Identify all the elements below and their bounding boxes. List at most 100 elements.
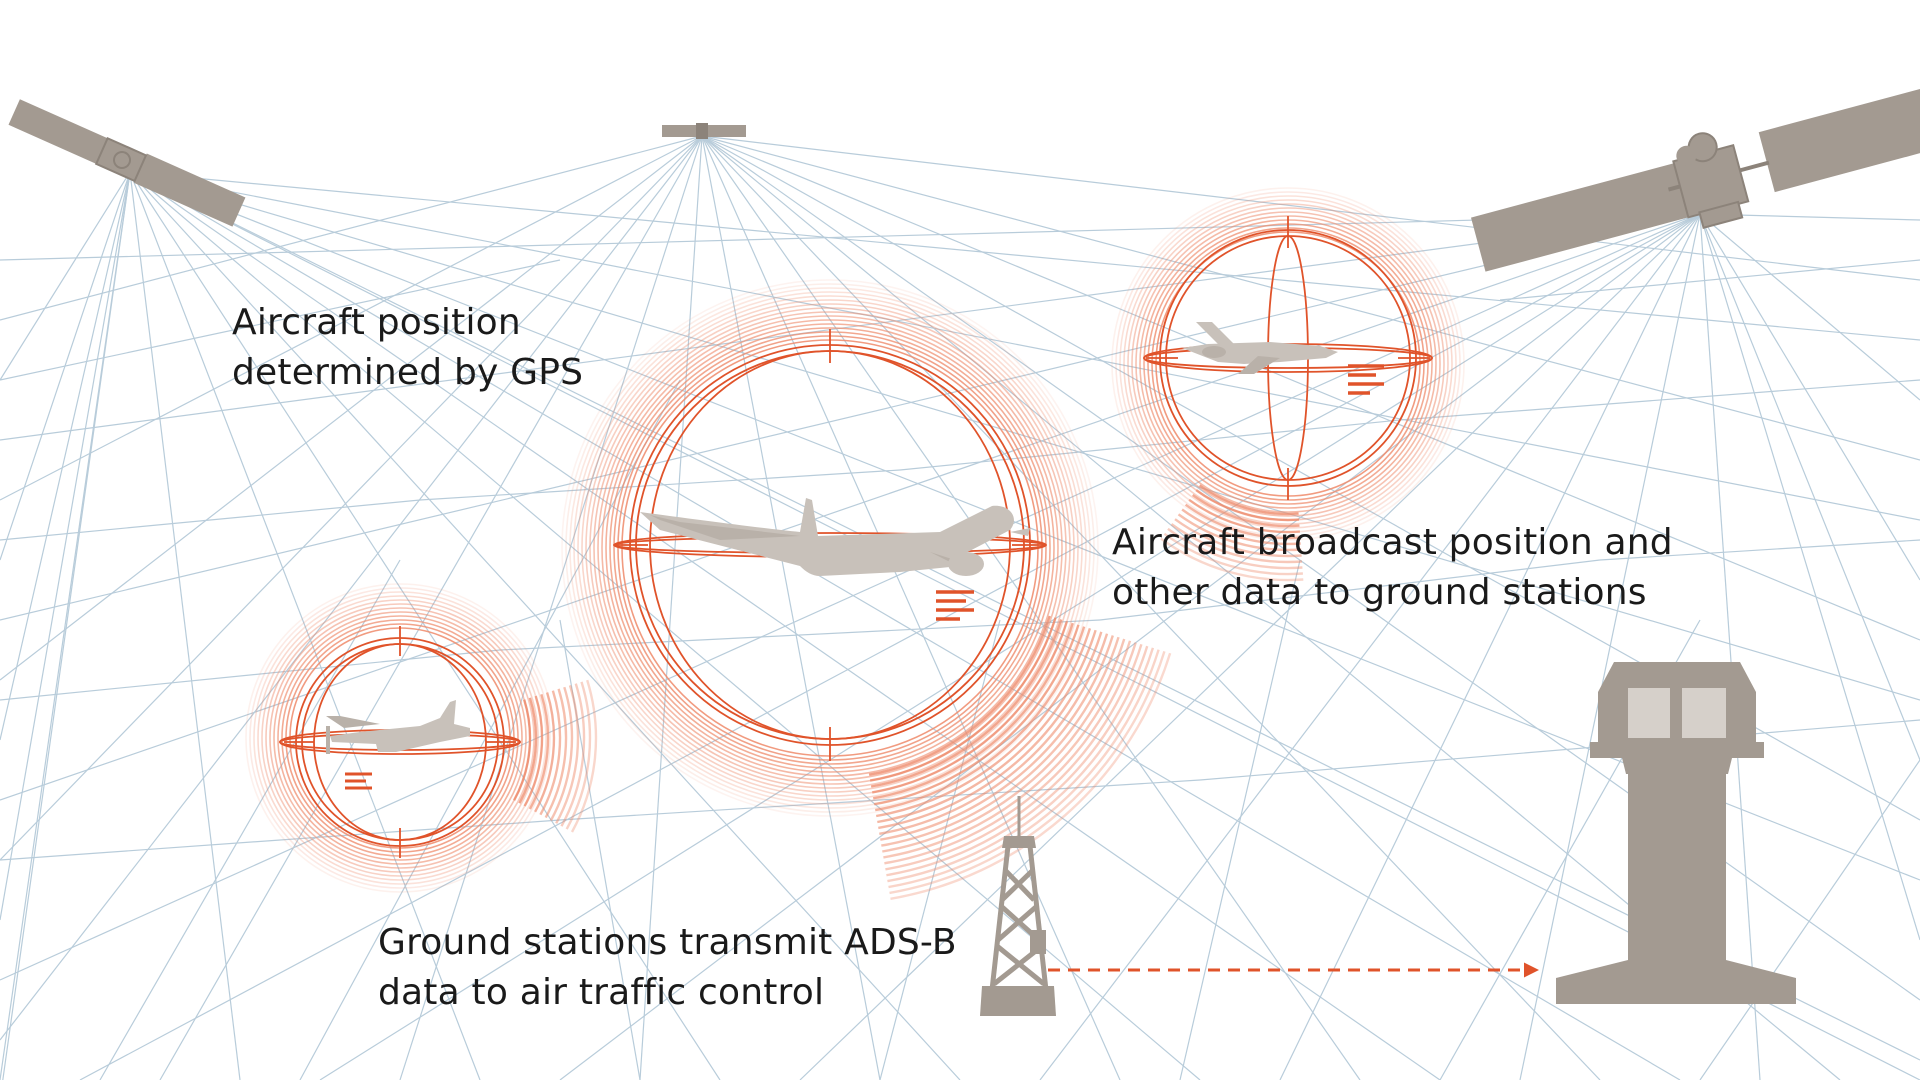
halo-ring [585,303,1075,793]
gps-signal-line [1039,213,1701,1080]
halo-ring [605,323,1055,773]
gps-signal-line [1699,213,1761,1080]
satellite-icon [1470,80,1920,272]
halo-ring [1139,215,1437,513]
transmission-arc [878,631,1103,830]
grid-line [0,259,561,381]
transmission-arc [1191,494,1300,528]
transmission-arc [523,695,544,807]
halo-ring [261,599,539,877]
grid-line [879,619,1001,1080]
caption-line: Ground stations transmit ADS-B [378,922,957,963]
transmission-arc [1177,513,1302,552]
transmission-arc [555,685,580,824]
halo-ring [1123,199,1453,529]
grid-line [419,469,901,501]
radio-mast-icon [980,796,1056,1016]
grid-line [0,649,501,701]
grid-line [0,499,421,541]
gps-signal-line [559,213,1701,1080]
gps-signal-line [129,171,481,1080]
grid-line [1599,539,1920,561]
gps-signal-line [159,135,703,1080]
halo-ring [265,603,535,873]
halo-ring [601,319,1059,777]
data-symbol-icon [345,772,372,790]
grid-line [1199,719,1920,781]
halo-ring [589,307,1071,789]
gps-signal-line [1699,213,1920,761]
gps-signal-line [1699,213,1920,581]
satellite-icon [8,99,246,227]
transmission-arc [534,692,556,813]
airplane-icon [1182,322,1338,374]
gps-signal-line [0,171,131,741]
caption-line: determined by GPS [232,352,584,393]
halo-ring [249,587,551,889]
transmission-arc [528,693,550,810]
halo-ring [257,595,543,881]
transmission-arc [874,626,1086,812]
transmission-arc [549,686,574,822]
halo-ring [573,291,1087,805]
halo-ring [273,611,527,865]
grid-line [1099,559,1601,621]
gps-signal-line [639,135,703,1080]
transmission-arc [1163,532,1303,576]
gps-signal-grid [0,135,1920,1080]
gps-signal-line [0,213,1701,981]
gps-signal-line [129,171,241,1080]
transmission-arc [887,647,1155,883]
halo-ring [1119,195,1457,533]
data-symbol-icon [936,590,974,621]
transmission-arc [870,619,1063,788]
gps-position-caption: Aircraft position determined by GPS [232,298,583,398]
halo-ring [609,327,1051,769]
gps-signal-line [1279,213,1701,1080]
caption-line: data to air traffic control [378,972,825,1013]
gps-signal-line [701,135,1920,641]
transmission-arc [1184,503,1301,540]
gps-signal-line [129,171,1920,521]
gps-signal-line [0,135,703,501]
halo-ring [277,615,523,861]
grid-line [899,419,1401,471]
transmission-arc [886,645,1149,877]
transmission-arc [880,635,1114,841]
caption-line: Aircraft broadcast position and [1112,522,1673,563]
grid-line [1399,379,1920,421]
gps-signal-line [701,135,881,1080]
control-tower-icon [1556,662,1796,1004]
gps-signal-line [2,171,131,1080]
transmission-arc [560,683,586,827]
transmission-arc [872,622,1074,800]
gps-signal-line [1699,213,1920,941]
halo-ring [1127,203,1449,525]
transmission-arc [1174,518,1302,558]
gps-signal-line [1519,213,1701,1080]
gps-signal-line [129,171,1920,1080]
gps-signal-line [129,171,1681,1080]
gps-signal-line [0,135,703,681]
transmission-arc [1198,484,1299,516]
satellite-icon [662,123,746,139]
transmission-arc [565,681,592,830]
grid-line [559,619,641,1080]
transmission-arc [890,652,1172,900]
gps-signal-line [319,213,1701,1080]
gps-signal-line [129,171,1920,701]
transmission-arc [875,628,1092,818]
grid-line [99,559,401,1080]
transmission-arc [1170,523,1303,564]
grid-line [499,619,1101,651]
halo-ring [1111,187,1465,541]
gps-signal-line [1699,213,1920,401]
halo-ring [581,299,1079,797]
gps-signal-line [129,171,1920,881]
gps-signal-line [0,135,703,861]
grid-line [0,819,561,861]
gps-signal-line [701,135,1121,1080]
halo-ring [1131,207,1445,521]
ground-station-caption: Ground stations transmit ADS-B data to a… [378,918,957,1018]
gps-signal-line [701,135,1601,1080]
